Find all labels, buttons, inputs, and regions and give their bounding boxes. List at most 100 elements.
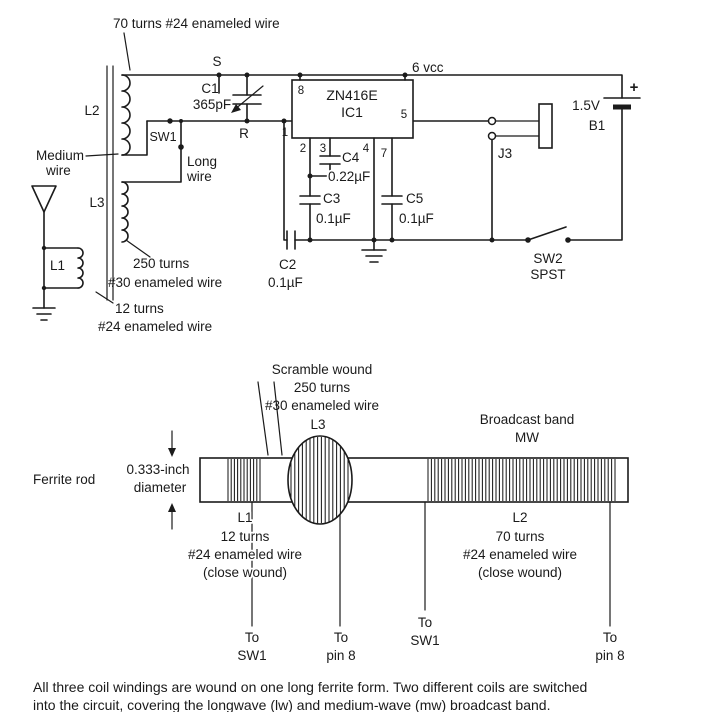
- label-broadcast-1: Broadcast band: [480, 412, 575, 427]
- ic-outline: [291, 79, 414, 139]
- label-rod-l1-wound: (close wound): [203, 565, 287, 580]
- caption-line-1: All three coil windings are wound on one…: [33, 679, 587, 695]
- label-rod-l2-wound: (close wound): [478, 565, 562, 580]
- top-rail-wire: [121, 74, 623, 99]
- ic1-chip: [291, 74, 414, 241]
- arrow-down-icon: [168, 448, 176, 457]
- schematic: 70 turns #24 enameled wire L2 L3 Medium …: [31, 16, 641, 334]
- medium-tap-wire: [121, 120, 148, 156]
- plug-body: [538, 103, 553, 149]
- label-battery-ref: B1: [589, 118, 606, 133]
- label-c3: C3: [323, 191, 340, 206]
- coil-assembly: [43, 65, 131, 301]
- label-j3: J3: [498, 146, 512, 161]
- variable-arrow: [233, 85, 264, 111]
- label-l2: L2: [84, 103, 99, 118]
- l2-winding: [427, 459, 616, 501]
- ground-symbol-left: [32, 307, 56, 321]
- label-rod-l2-w: #24 enameled wire: [463, 547, 577, 562]
- label-r: R: [239, 126, 249, 141]
- l3-winding: [287, 435, 353, 525]
- label-diameter-2: diameter: [134, 480, 187, 495]
- c4-capacitor: [309, 155, 341, 177]
- label-lead4-dest: pin 8: [595, 648, 624, 663]
- scramble-blob: [287, 435, 353, 525]
- junction-dots: [41, 72, 571, 291]
- l3-coil: [121, 181, 129, 243]
- label-rod-l1-turns: 12 turns: [221, 529, 270, 544]
- ground-symbol-mid: [361, 239, 387, 263]
- ferrite-rod-diagram: Scramble wound 250 turns #30 enameled wi…: [33, 362, 629, 663]
- label-pin7: 7: [381, 148, 387, 160]
- label-lead3-dest: SW1: [410, 633, 439, 648]
- label-c1: C1: [201, 81, 218, 96]
- label-pin1: 1: [282, 127, 288, 139]
- label-c5: C5: [406, 191, 423, 206]
- label-vcc: 6 vcc: [412, 60, 444, 75]
- pointer-70turns: [123, 32, 131, 71]
- label-sw1: SW1: [149, 130, 176, 144]
- label-250turns-2: #30 enameled wire: [108, 275, 222, 290]
- label-lead3-to: To: [418, 615, 432, 630]
- label-rod-l3: L3: [310, 417, 325, 432]
- label-pin2: 2: [300, 143, 306, 155]
- jack-terminal: [487, 116, 497, 126]
- label-ferrite-rod: Ferrite rod: [33, 472, 95, 487]
- label-l3: L3: [89, 195, 104, 210]
- label-scramble-3: #30 enameled wire: [265, 398, 379, 413]
- lead-lines: [251, 501, 611, 627]
- c1-variable-capacitor: [231, 74, 264, 122]
- caption-line-2: into the circuit, covering the longwave …: [33, 697, 550, 712]
- label-ic-name: ZN416E: [326, 87, 377, 103]
- label-pin5: 5: [401, 109, 407, 121]
- antenna-symbol: [31, 185, 57, 309]
- wires: [121, 74, 623, 241]
- label-long-2: wire: [186, 169, 212, 184]
- label-sw2: SW2: [533, 251, 562, 266]
- label-c5-value: 0.1µF: [399, 211, 434, 226]
- scramble-leader-lines: [257, 381, 283, 456]
- label-medium-1: Medium: [36, 148, 84, 163]
- label-c4: C4: [342, 150, 360, 165]
- label-l1: L1: [50, 258, 65, 273]
- c5-capacitor: [381, 195, 403, 241]
- label-scramble-2: 250 turns: [294, 380, 351, 395]
- label-battery-plus: +: [630, 79, 639, 96]
- label-70turns: 70 turns #24 enameled wire: [113, 16, 280, 31]
- rod-body: [199, 457, 629, 503]
- label-lead2-to: To: [334, 630, 348, 645]
- c3-capacitor: [299, 195, 321, 241]
- label-c2: C2: [279, 257, 296, 272]
- dimension-arrows: [168, 430, 176, 530]
- label-rod-l1: L1: [237, 510, 252, 525]
- pointer-medium-wire: [85, 153, 119, 157]
- c2-capacitor: [283, 120, 296, 250]
- l2-coil: [121, 74, 131, 156]
- j3-jack: [487, 103, 553, 149]
- label-rod-l2: L2: [512, 510, 527, 525]
- b1-battery: [603, 97, 641, 110]
- jack-terminal: [487, 131, 497, 141]
- label-c4-value: 0.22µF: [328, 169, 370, 184]
- label-s: S: [212, 54, 221, 69]
- label-long-1: Long: [187, 154, 217, 169]
- label-diameter-1: 0.333-inch: [126, 462, 189, 477]
- label-lead1-to: To: [245, 630, 259, 645]
- label-ic-ref: IC1: [341, 104, 363, 120]
- label-pin8: 8: [298, 85, 304, 97]
- l1-coil: [77, 247, 84, 289]
- label-250turns-1: 250 turns: [133, 256, 190, 271]
- pointer-12turns: [95, 291, 114, 304]
- arrow-up-icon: [168, 503, 176, 512]
- sw2-switch: [527, 226, 567, 241]
- label-pin4: 4: [363, 143, 370, 155]
- label-broadcast-2: MW: [515, 430, 539, 445]
- caption: All three coil windings are wound on one…: [33, 679, 587, 712]
- leader-lines: [85, 32, 151, 304]
- battery-return-wire: [567, 107, 623, 241]
- label-battery-voltage: 1.5V: [572, 98, 600, 113]
- label-scramble-1: Scramble wound: [272, 362, 373, 377]
- label-pin3: 3: [320, 143, 326, 155]
